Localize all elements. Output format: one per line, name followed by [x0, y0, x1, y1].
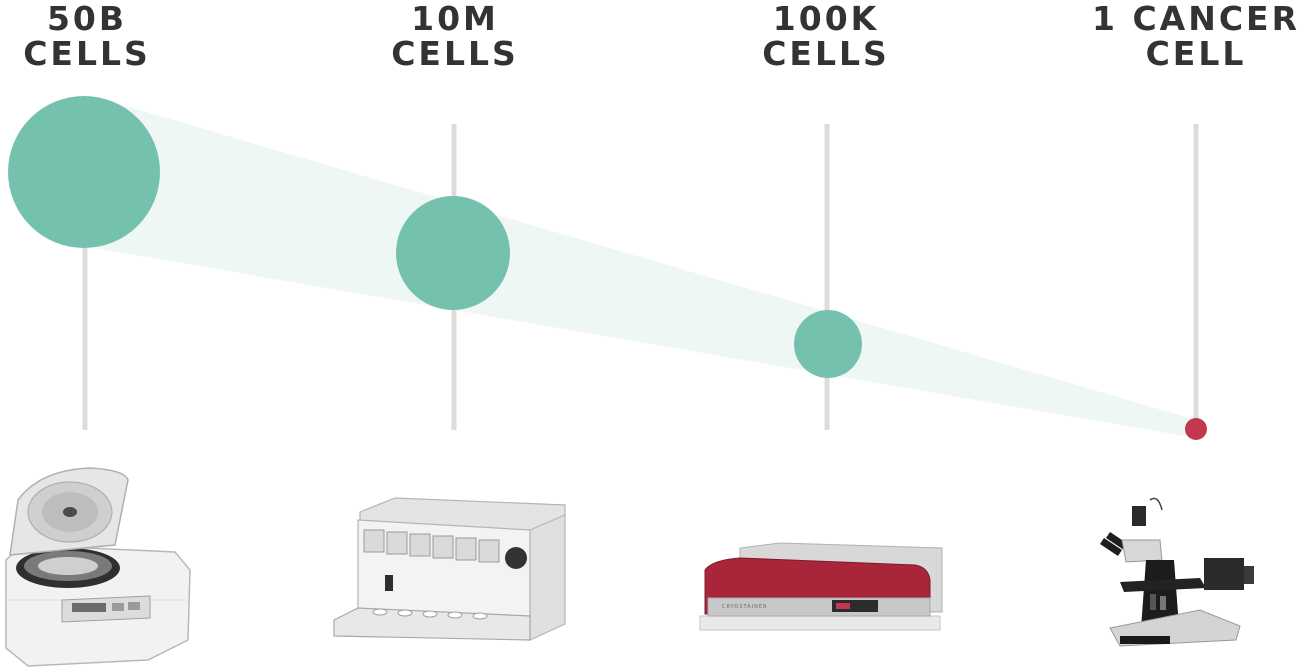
label-100k-line1: 100K — [773, 0, 879, 38]
cell-sorter-icon — [333, 497, 566, 641]
circle-10m — [396, 196, 510, 310]
label-cancer-line2: CELL — [1146, 34, 1247, 73]
label-100k-line2: CELLS — [762, 34, 890, 73]
guide-lines — [82, 124, 1199, 430]
cryostainer-brand: CRYOSTAINER — [722, 604, 767, 610]
microscope-icon — [1100, 497, 1254, 647]
label-10m-line1: 10M — [411, 0, 499, 38]
cryostainer-icon: CRYOSTAINER — [699, 542, 943, 631]
circle-100k — [794, 310, 862, 378]
stage-labels: 50B CELLS 10M CELLS 100K CELLS 1 CANCER … — [23, 0, 1298, 73]
label-50b-line1: 50B — [47, 0, 127, 38]
centrifuge-icon — [5, 467, 191, 667]
circle-50b — [8, 96, 160, 248]
label-cancer-line1: 1 CANCER — [1092, 0, 1298, 38]
cancer-cell-dot — [1185, 418, 1207, 440]
label-50b-line2: CELLS — [23, 34, 151, 73]
label-10m-line2: CELLS — [391, 34, 519, 73]
funnel-cone — [95, 97, 1196, 438]
